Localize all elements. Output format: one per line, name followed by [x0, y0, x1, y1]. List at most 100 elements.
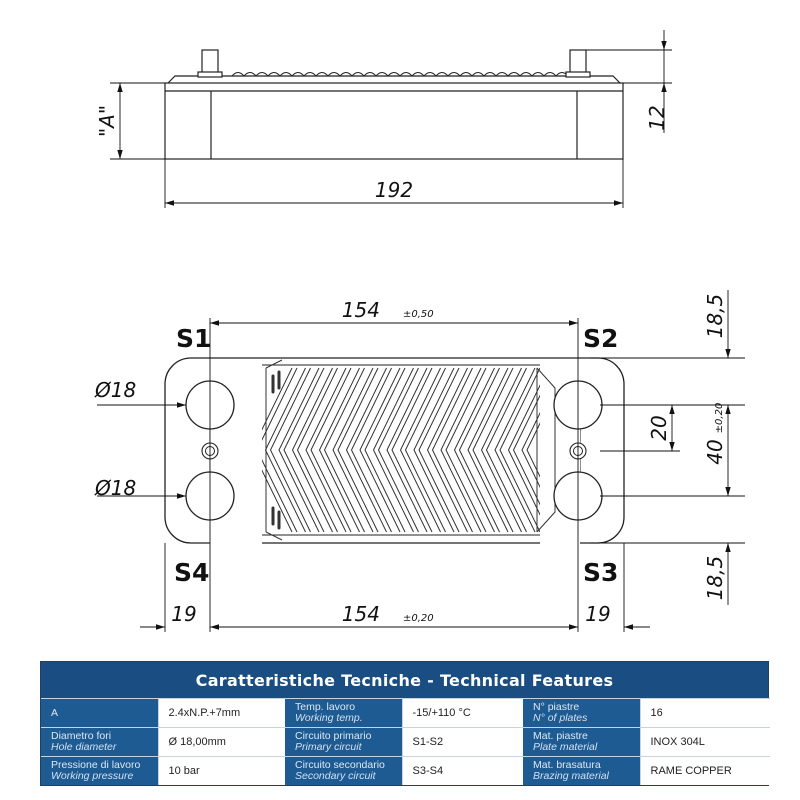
port-label-s2: S2 — [583, 324, 618, 353]
spec-label-en: Secondary circuit — [295, 770, 376, 782]
spec-label-it: Circuito primario — [295, 730, 372, 742]
chevron-ridge — [269, 367, 311, 533]
spec-value: S1-S2 — [401, 727, 523, 757]
chevron-ridge — [345, 367, 387, 533]
chevron-ridge — [296, 367, 338, 533]
spec-label-it: A — [51, 706, 59, 719]
side-view-body — [164, 82, 624, 160]
spec-label-en: Primary circuit — [295, 741, 362, 753]
dim-vertical-tolerance: ±0,20 — [714, 403, 725, 434]
spec-value: S3-S4 — [401, 756, 523, 785]
dim-top-154: 154 — [342, 298, 380, 322]
spec-label-it: N° piastre — [533, 701, 580, 713]
chevron-ridge — [472, 367, 514, 533]
table-title: Caratteristiche Tecniche - Technical Fea… — [41, 662, 768, 698]
chevron-ridge — [413, 367, 455, 533]
dim-height-label: 12 — [645, 105, 669, 130]
chevron-ridge — [404, 367, 446, 533]
dim-vertical-40: 40 — [703, 439, 727, 464]
spec-label-en: Working pressure — [51, 770, 134, 782]
spec-label-it: Pressione di lavoro — [51, 759, 141, 771]
chevron-ridge — [278, 367, 320, 533]
dim-bottom-154: 154 — [342, 602, 380, 626]
spec-value: 2.4xN.P.+7mm — [157, 698, 285, 728]
chevron-ridge — [391, 367, 433, 533]
chevron-ridge — [467, 367, 509, 533]
port-label-s1: S1 — [176, 324, 211, 353]
chevron-ridge — [499, 367, 541, 533]
dim-bottom-18-5: 18,5 — [703, 556, 727, 601]
dim-a-label: "A" — [95, 105, 119, 137]
chevron-ridge — [458, 367, 500, 533]
spec-label-it: Mat. brasatura — [533, 759, 601, 771]
chevron-ridge — [318, 367, 360, 533]
chevron-ridge — [453, 367, 495, 533]
side-view-corrugation — [231, 72, 569, 77]
dim-bottom-tolerance: ±0,20 — [403, 613, 434, 624]
spec-value: 16 — [639, 698, 770, 728]
spec-label-en: Hole diameter — [51, 741, 117, 753]
technical-drawing: "A" 12 192 — [94, 30, 745, 632]
chevron-ridge — [337, 367, 379, 533]
port-label-s3: S3 — [583, 558, 618, 587]
chevron-ridge — [310, 367, 352, 533]
spec-value: RAME COPPER — [639, 756, 770, 785]
spec-label-it: Mat. piastre — [533, 730, 588, 742]
dim-right-19: 19 — [585, 602, 610, 626]
chevron-ridge — [364, 367, 406, 533]
side-view — [164, 49, 624, 160]
chevron-ridge — [291, 367, 333, 533]
dim-left-19: 19 — [171, 602, 196, 626]
spec-value: INOX 304L — [639, 727, 770, 757]
dim-top-tolerance: ±0,50 — [403, 309, 434, 320]
spec-label-en: Brazing material — [533, 770, 609, 782]
chevron-ridge — [485, 367, 527, 533]
spec-label: A — [41, 698, 158, 728]
chevron-ridge — [507, 367, 549, 533]
dim-top-18-5: 18,5 — [703, 294, 727, 339]
chevron-ridge — [359, 367, 401, 533]
dim-center-20: 20 — [647, 415, 671, 440]
chevron-ridge — [418, 367, 460, 533]
spec-value: Ø 18,00mm — [157, 727, 285, 757]
hole-diameter-bottom: Ø18 — [94, 476, 136, 500]
chevron-ridge — [332, 367, 374, 533]
dim-length-label: 192 — [375, 178, 413, 202]
chevron-ridge — [480, 367, 522, 533]
chevron-ridge — [350, 367, 392, 533]
chevron-ridge — [323, 367, 365, 533]
spec-value: -15/+110 °C — [401, 698, 523, 728]
spec-label-it: Temp. lavoro — [295, 701, 356, 713]
spec-label-it: Diametro fori — [51, 730, 112, 742]
chevron-ridge — [440, 367, 482, 533]
chevron-ridge — [377, 367, 419, 533]
chevron-ridge — [386, 367, 428, 533]
front-view-dimensions — [97, 290, 745, 632]
chevron-ridge — [372, 367, 414, 533]
chevron-ridge — [426, 367, 468, 533]
chevron-ridge — [431, 367, 473, 533]
chevron-ridge — [283, 367, 325, 533]
port-label-s4: S4 — [174, 558, 209, 587]
technical-features-table: Caratteristiche Tecniche - Technical Fea… — [40, 661, 770, 786]
spec-label-en: Plate material — [533, 741, 598, 753]
chevron-ridge — [305, 367, 347, 533]
spec-value: 10 bar — [157, 756, 285, 785]
spec-label-it: Circuito secondario — [295, 759, 385, 771]
chevron-ridge — [445, 367, 487, 533]
chevron-ridge — [399, 367, 441, 533]
side-view-dimensions — [110, 30, 672, 208]
chevron-ridge — [494, 367, 536, 533]
front-view — [164, 357, 625, 545]
